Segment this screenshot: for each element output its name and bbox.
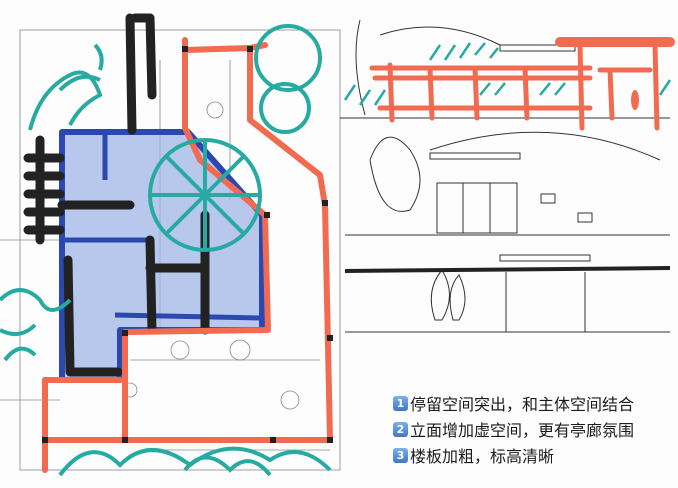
note-text: 停留空间突出，和主体空间结合 — [410, 395, 635, 414]
blue-walls — [62, 132, 263, 321]
floor-slab-thick-line — [344, 266, 671, 273]
teal-tree-markup — [0, 24, 332, 477]
note-number-badge: 2 — [393, 421, 408, 437]
column-markers — [42, 46, 333, 443]
note-text: 楼板加粗，标高清晰 — [410, 447, 555, 466]
elevation-drawings — [340, 19, 670, 333]
red-elevation-markup — [369, 37, 675, 131]
teal-hatching-elevation — [343, 42, 672, 106]
note-number-badge: 3 — [393, 447, 408, 463]
note-number-badge: 1 — [393, 395, 408, 411]
note-text: 立面增加虚空间，更有亭廊氛围 — [410, 421, 635, 440]
person-figure — [631, 90, 639, 110]
